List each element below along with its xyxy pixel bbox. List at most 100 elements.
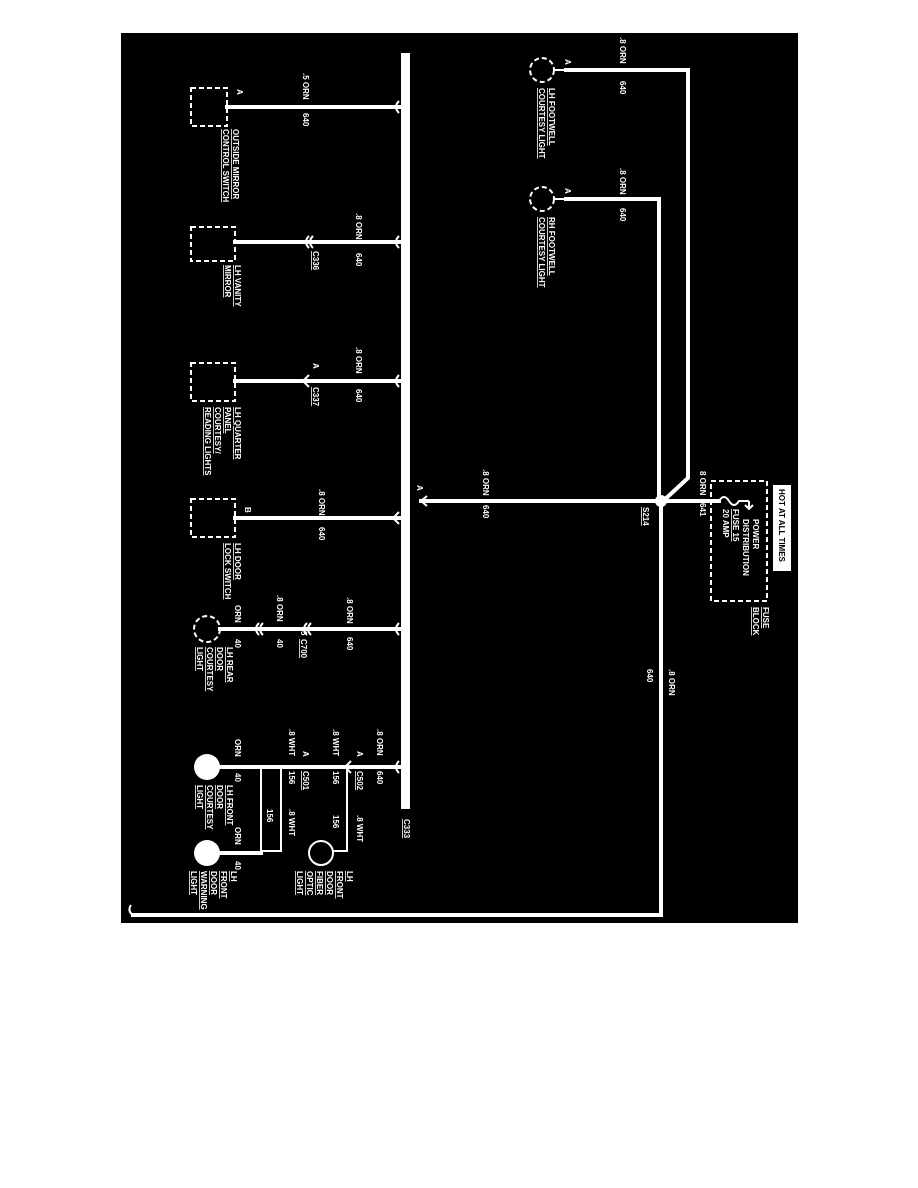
- wire-label: 8 ORN: [698, 471, 707, 496]
- wire-label: OUTSIDE MIRROR: [231, 129, 240, 199]
- rh-footwell-name1: RH FOOTWELL: [547, 217, 556, 276]
- wire-label: A: [235, 89, 244, 95]
- wire-label: LIGHT: [195, 647, 204, 671]
- wire-label: C336: [311, 251, 320, 271]
- wire-label: 641: [698, 503, 707, 517]
- wire-label: 20 AMP: [721, 509, 730, 538]
- wire-label: 156: [265, 809, 274, 823]
- front-door-warning-icon: [194, 840, 220, 866]
- wire-label: LIGHT: [295, 871, 304, 895]
- wire-label: .8 ORN: [667, 669, 676, 696]
- bus-label: C333: [402, 819, 411, 839]
- wire-label: A: [563, 188, 572, 194]
- c502-label: C502: [355, 771, 364, 791]
- wire-label: LOCK SWITCH: [223, 543, 232, 600]
- wire-label: 40: [233, 639, 242, 648]
- wire-label: .8 WHT: [331, 729, 340, 756]
- wire-label: 5: [299, 631, 308, 636]
- wire-label: 640: [317, 527, 326, 541]
- wire-lh-footwell: [564, 68, 690, 506]
- wire-label: B: [243, 507, 252, 513]
- wire-label: 640: [375, 771, 384, 785]
- wire-label: LH: [345, 871, 354, 882]
- splice-label: S214: [641, 507, 650, 526]
- wire-label: LH DOOR: [233, 543, 242, 580]
- lh-footwell-name1: LH FOOTWELL: [547, 88, 556, 146]
- wire-label: COURTESY: [205, 647, 214, 692]
- lh-footwell-name2: COURTESY LIGHT: [537, 88, 546, 159]
- wire-label: .8 WHT: [355, 815, 364, 842]
- wire-label: COURTESY: [205, 785, 214, 830]
- wire-label: 40: [233, 861, 242, 870]
- wire-label: DISTRIBUTION: [741, 519, 750, 576]
- wire-rh-footwell: [564, 197, 661, 500]
- wire-label: COURTESY/: [213, 407, 222, 454]
- c501-label: C501: [301, 771, 310, 791]
- wire-label: FRONT: [219, 871, 228, 899]
- wire-label: 40: [233, 773, 242, 782]
- wire-label: ORN: [233, 739, 242, 757]
- wire-label: READING LIGHTS: [203, 407, 212, 476]
- wiring-diagram: C333 A .8 ORN 640 LH FOOTWELL COURTESY L…: [121, 33, 798, 923]
- wire-label: 156: [331, 815, 340, 829]
- hot-at-all-times-box: [773, 485, 791, 571]
- door-lock-box: [190, 498, 236, 538]
- wire-label: .8 ORN: [375, 729, 384, 756]
- wire-label: FUSE 15: [731, 509, 740, 542]
- fuse-icon: [718, 496, 749, 506]
- wire-label: LH REAR: [225, 647, 234, 683]
- wire-label: LIGHT: [195, 785, 204, 809]
- wire-label: .8 ORN: [354, 213, 363, 240]
- front-door-courtesy-icon: [194, 754, 220, 780]
- wire-ground-feed: [131, 499, 663, 917]
- wire-label: C337: [311, 387, 320, 407]
- wire-label: FRONT: [335, 871, 344, 899]
- wire-label: LH VANITY: [233, 265, 242, 307]
- mirror-switch-box: [190, 87, 228, 127]
- wire-label: LH: [229, 871, 238, 882]
- fiber-optic-light-icon: [308, 840, 334, 866]
- hot-label: HOT AT ALL TIMES: [777, 489, 786, 563]
- wire-label: .8 ORN: [354, 347, 363, 374]
- wire-label: LH FRONT: [225, 785, 234, 826]
- fuse-block: [710, 480, 768, 602]
- wire-label: 640: [354, 253, 363, 267]
- wire-label: .8 ORN: [275, 595, 284, 622]
- wire-label: DOOR: [325, 871, 334, 895]
- fuse-block-title: FUSE: [761, 607, 770, 629]
- wire-label: .8 ORN: [481, 469, 490, 496]
- rear-door-courtesy-icon: [193, 615, 221, 643]
- wire-label: C700: [299, 639, 308, 659]
- wire-label: A: [311, 363, 320, 369]
- wire-label: DOOR: [209, 871, 218, 895]
- wire-label: LH QUARTER: [233, 407, 242, 460]
- wire-label: .8 ORN: [317, 489, 326, 516]
- wire-label: PANEL: [223, 407, 232, 434]
- bus-bar: [401, 53, 410, 809]
- wire-label: LIGHT: [189, 871, 198, 895]
- wire-label: .8 WHT: [287, 729, 296, 756]
- rh-footwell-light-icon: [529, 186, 555, 212]
- wire-label: A: [415, 485, 424, 491]
- wire-label: A: [563, 59, 572, 65]
- wire-label: A: [355, 751, 364, 757]
- quarter-panel-box: [190, 362, 236, 402]
- wire-label: FIBER: [315, 871, 324, 895]
- rh-footwell-circuit: 640: [618, 208, 627, 222]
- wire-label: 40: [275, 639, 284, 648]
- wire-label: 156: [331, 771, 340, 785]
- wire-label: BLOCK: [751, 607, 760, 636]
- rh-footwell-name2: COURTESY LIGHT: [537, 217, 546, 288]
- wire-label: ORN: [233, 827, 242, 845]
- wire-label: POWER: [751, 519, 760, 549]
- wire-label: DOOR: [215, 647, 224, 671]
- wire-label: OPTIC: [305, 871, 314, 896]
- wire-label: .5 ORN: [301, 73, 310, 100]
- wire-label: 640: [645, 669, 654, 683]
- wire-label: 156: [287, 771, 296, 785]
- wire-label: ORN: [233, 605, 242, 623]
- wire-label: MIRROR: [223, 265, 232, 298]
- wire-label: A: [301, 751, 310, 757]
- wire-label: 640: [301, 113, 310, 127]
- wire-label: WARNING: [199, 871, 208, 910]
